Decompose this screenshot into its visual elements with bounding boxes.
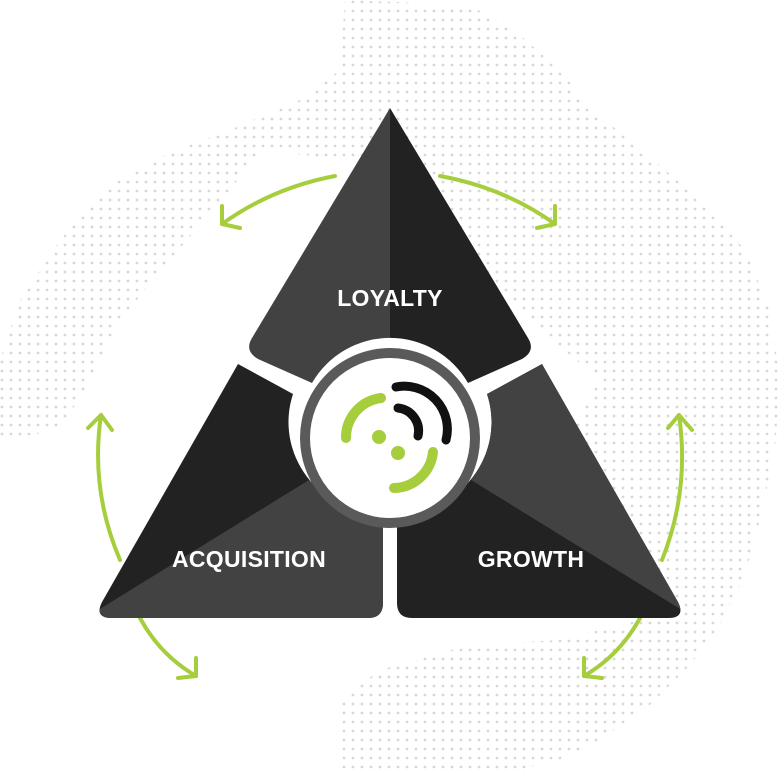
arrow-bottom-left-icon (138, 616, 198, 680)
center-hub (300, 348, 480, 528)
arrow-top-right-icon (438, 174, 557, 230)
signal-broadcast-icon (340, 381, 452, 493)
arrow-top-left-icon (220, 174, 337, 230)
cycle-arrows (86, 174, 694, 680)
arrow-right-icon (660, 413, 694, 562)
arrow-bottom-right-icon (582, 616, 642, 680)
segment-label-growth: GROWTH (478, 546, 585, 572)
segment-label-loyalty: LOYALTY (337, 285, 443, 311)
arrow-left-icon (86, 413, 122, 562)
segment-label-acquisition: ACQUISITION (172, 546, 326, 572)
